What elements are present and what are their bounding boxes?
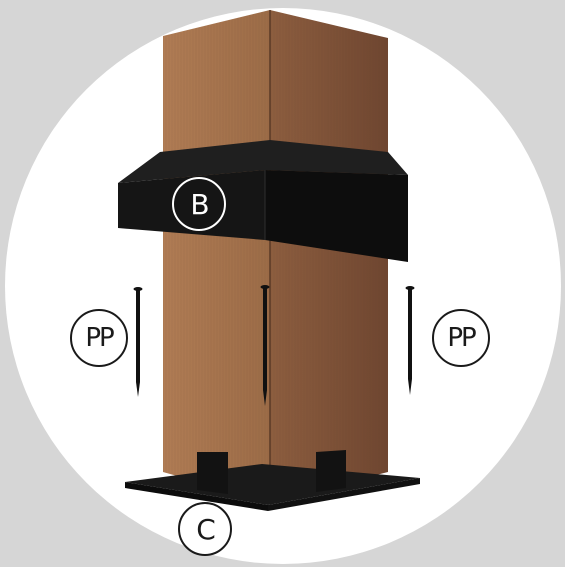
callout-c-label: C <box>178 502 232 556</box>
callout-pp-left-label: PP <box>70 309 128 367</box>
callout-pp-right-text: PP <box>447 323 474 353</box>
callout-b-label: B <box>172 177 226 231</box>
callout-pp-left-text: PP <box>85 323 112 353</box>
callout-b-text: B <box>190 188 207 221</box>
callout-c-text: C <box>196 513 214 546</box>
wood-post <box>163 10 388 502</box>
callout-pp-right-label: PP <box>432 309 490 367</box>
